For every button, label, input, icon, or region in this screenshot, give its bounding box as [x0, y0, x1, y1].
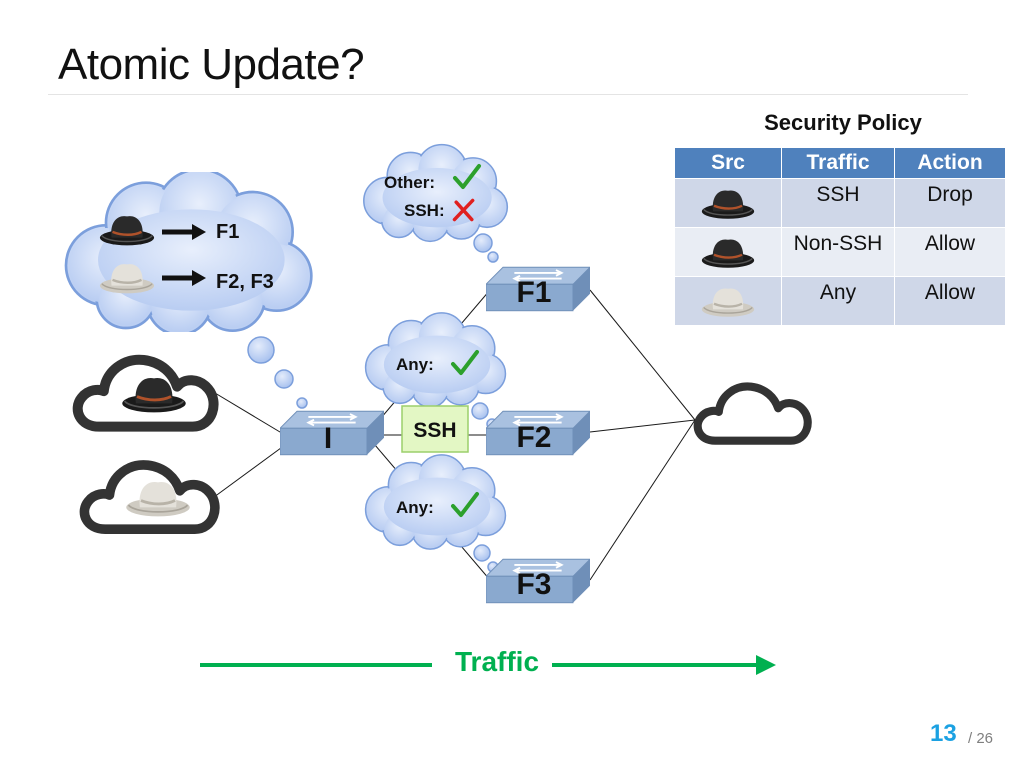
policy-src-cell	[674, 178, 782, 228]
f1-policy-cloud: Other: SSH:	[362, 143, 509, 243]
policy-action-cell: Drop	[894, 178, 1006, 228]
table-row: Non-SSH Allow	[674, 227, 1006, 277]
page-number: 13	[930, 720, 957, 747]
policy-traffic-cell: SSH	[781, 178, 895, 228]
rule-target-1: F1	[216, 221, 239, 243]
white-hat-icon	[700, 287, 756, 318]
policy-action-cell: Allow	[894, 276, 1006, 326]
thought-bubbles-f1	[473, 233, 499, 263]
source-cloud-white-hat	[84, 465, 214, 529]
header-action: Action	[894, 147, 1006, 179]
policy-header-row: Src Traffic Action	[674, 147, 1006, 179]
switch-f1: F1	[486, 266, 590, 312]
f1-rule-ssh-label: SSH:	[404, 201, 445, 220]
f2-policy-cloud: Any:	[364, 312, 507, 408]
slide-title: Atomic Update?	[58, 40, 365, 89]
f3-rule-any-label: Any:	[396, 498, 434, 517]
black-hat-icon	[700, 238, 756, 269]
switch-f3-label: F3	[516, 568, 551, 601]
switch-ingress-label: I	[324, 422, 332, 455]
f2-rule-any-label: Any:	[396, 355, 434, 374]
table-row: Any Allow	[674, 276, 1006, 326]
black-hat-icon	[700, 189, 756, 220]
f1-rule-other-label: Other:	[384, 173, 435, 192]
thought-bubbles-ingress	[247, 336, 308, 409]
f3-policy-cloud: Any:	[364, 454, 507, 550]
switch-f2-label: F2	[516, 421, 551, 454]
destination-cloud	[698, 387, 808, 441]
source-cloud-black-hat	[78, 360, 214, 427]
title-divider	[48, 94, 968, 95]
table-row: SSH Drop	[674, 178, 1006, 228]
policy-traffic-cell: Non-SSH	[781, 227, 895, 277]
policy-src-cell	[674, 276, 782, 326]
switch-f2: F2	[486, 410, 590, 456]
ssh-packet: SSH	[401, 405, 469, 453]
arrow-right-icon	[162, 270, 206, 286]
header-src: Src	[674, 147, 782, 179]
policy-action-cell: Allow	[894, 227, 1006, 277]
policy-traffic-cell: Any	[781, 276, 895, 326]
switch-f1-label: F1	[516, 276, 551, 309]
traffic-arrow	[200, 655, 776, 675]
rule-target-2: F2, F3	[216, 271, 274, 293]
header-traffic: Traffic	[781, 147, 895, 179]
rule-thought-cloud: F1 F2, F3	[64, 172, 313, 332]
ssh-packet-label: SSH	[413, 419, 456, 442]
policy-src-cell	[674, 227, 782, 277]
traffic-label: Traffic	[454, 646, 540, 677]
page-total: / 26	[968, 730, 994, 747]
switch-ingress: I	[280, 410, 384, 456]
security-policy-table: Src Traffic Action SSH Drop Non-SSH Allo…	[674, 147, 1006, 326]
switch-f3: F3	[486, 558, 590, 604]
arrow-right-icon	[162, 224, 206, 240]
policy-title: Security Policy	[764, 110, 922, 135]
